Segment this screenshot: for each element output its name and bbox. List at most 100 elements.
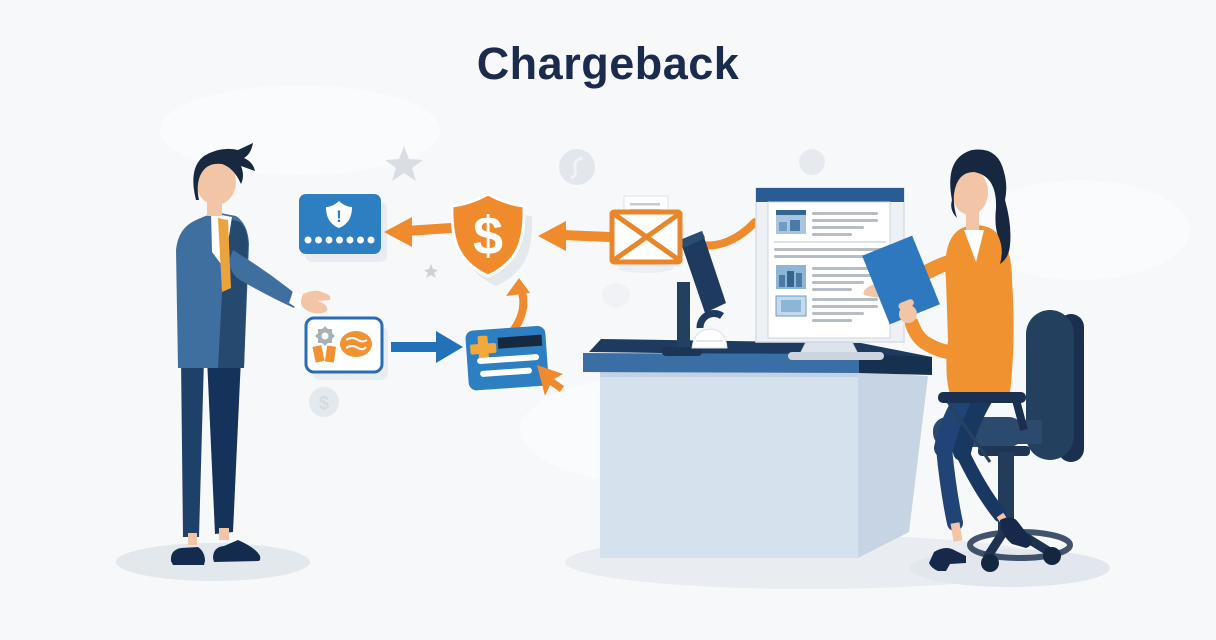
man-leg	[181, 358, 204, 537]
monitor	[662, 231, 728, 356]
man-ankle	[219, 528, 229, 540]
coin-scribbles	[345, 337, 368, 351]
thumbnail-bar	[796, 273, 802, 287]
arrow-line	[557, 230, 615, 242]
man-tie	[218, 218, 231, 292]
decor-icons: $	[309, 146, 825, 417]
man-ankle	[188, 533, 197, 545]
faint-blob	[602, 283, 630, 307]
blue-arrow	[391, 331, 463, 363]
thumbnail-shape	[790, 220, 800, 231]
monitor-back	[680, 231, 726, 313]
dollar-shield: $	[450, 192, 533, 286]
man-hair	[193, 143, 255, 200]
man-cuff	[289, 291, 305, 310]
woman-fingers	[898, 299, 914, 310]
folder-rect	[862, 235, 940, 325]
faint-dollar-glyph: $	[319, 393, 329, 413]
armrest-strap	[946, 401, 992, 463]
dollar-glyph: $	[473, 206, 503, 266]
mouse-icon	[691, 328, 728, 349]
monitor-foot	[662, 347, 702, 356]
arrow-head	[384, 217, 412, 247]
receipt-card	[304, 316, 388, 380]
card-stripe	[497, 334, 543, 349]
woman-shoe	[929, 548, 966, 571]
star-icon	[424, 264, 438, 278]
chair-armrest	[938, 392, 1028, 463]
office-chair	[933, 310, 1084, 572]
card-line	[480, 367, 532, 377]
article-text-lines	[812, 298, 878, 322]
article-text-lines	[812, 267, 878, 291]
ticket-icon	[324, 345, 337, 363]
ticket-icon	[312, 345, 325, 363]
envelope-icon	[609, 195, 683, 273]
alert-card: !	[299, 194, 387, 262]
alert-glyph: !	[336, 207, 342, 226]
chair-wheel	[981, 554, 999, 572]
article-text-lines	[812, 212, 878, 236]
desk	[583, 339, 932, 558]
coin-glyph	[570, 156, 584, 180]
arrow-head	[506, 278, 530, 296]
woman-shoe	[1000, 517, 1032, 548]
curved-arrow-to-shield	[506, 278, 530, 335]
screen-stand-base	[788, 352, 884, 360]
new-card	[465, 325, 564, 396]
coin-scribble-icon	[340, 331, 372, 357]
thumbnail-shape	[779, 222, 787, 231]
monitor-back-highlight	[680, 231, 705, 248]
thumbnail-bar	[776, 210, 806, 215]
gear-hole	[321, 332, 329, 340]
woman-ankle	[950, 522, 963, 542]
dollar-coin-icon	[309, 387, 339, 417]
chair-wheel	[1043, 547, 1061, 565]
man-shoe	[170, 547, 205, 565]
coin-icon	[799, 149, 825, 175]
woman-hair	[950, 149, 1011, 264]
thumbnail-bar	[779, 275, 785, 287]
cursor-icon	[537, 365, 564, 396]
arrow-to-shield	[538, 221, 615, 251]
desk-body	[600, 372, 858, 558]
woman-shirt	[964, 230, 984, 262]
arrow-head	[436, 331, 463, 363]
man-shoe	[213, 540, 261, 562]
woman-shin	[955, 445, 1007, 522]
man-arm	[229, 250, 298, 308]
armrest-bar	[938, 392, 1026, 403]
alert-shield-icon	[326, 201, 352, 228]
shield-body	[450, 192, 526, 278]
chair-mechanism	[978, 446, 1030, 456]
man-figure	[170, 143, 331, 565]
monitor-column	[677, 282, 690, 350]
plus-icon	[470, 343, 497, 355]
woman-neck	[966, 212, 979, 230]
coin-icon	[559, 149, 595, 185]
divider	[774, 241, 886, 243]
desk-body-side	[858, 372, 928, 558]
arrow-line	[509, 285, 528, 335]
man-shadow	[116, 543, 310, 581]
thumbnail-bar	[787, 271, 794, 287]
armrest-support	[1012, 398, 1028, 432]
woman-forearm	[905, 291, 1008, 360]
man-face	[196, 159, 236, 205]
screen-header-bar	[756, 188, 904, 202]
blue-folder	[862, 235, 940, 325]
card-line	[477, 354, 540, 365]
woman-face	[952, 169, 988, 215]
mouse-arc	[696, 310, 724, 329]
woman-shin	[936, 440, 963, 531]
page-title: Chargeback	[476, 38, 740, 89]
card-dots	[304, 236, 375, 244]
arrow-head	[538, 221, 566, 251]
woman-hand	[899, 305, 917, 323]
man-leg	[207, 358, 241, 534]
thumbnail-shape	[781, 300, 801, 312]
star-icon	[385, 146, 423, 181]
paragraph-lines	[774, 248, 886, 258]
desk-body-shade	[600, 372, 858, 377]
